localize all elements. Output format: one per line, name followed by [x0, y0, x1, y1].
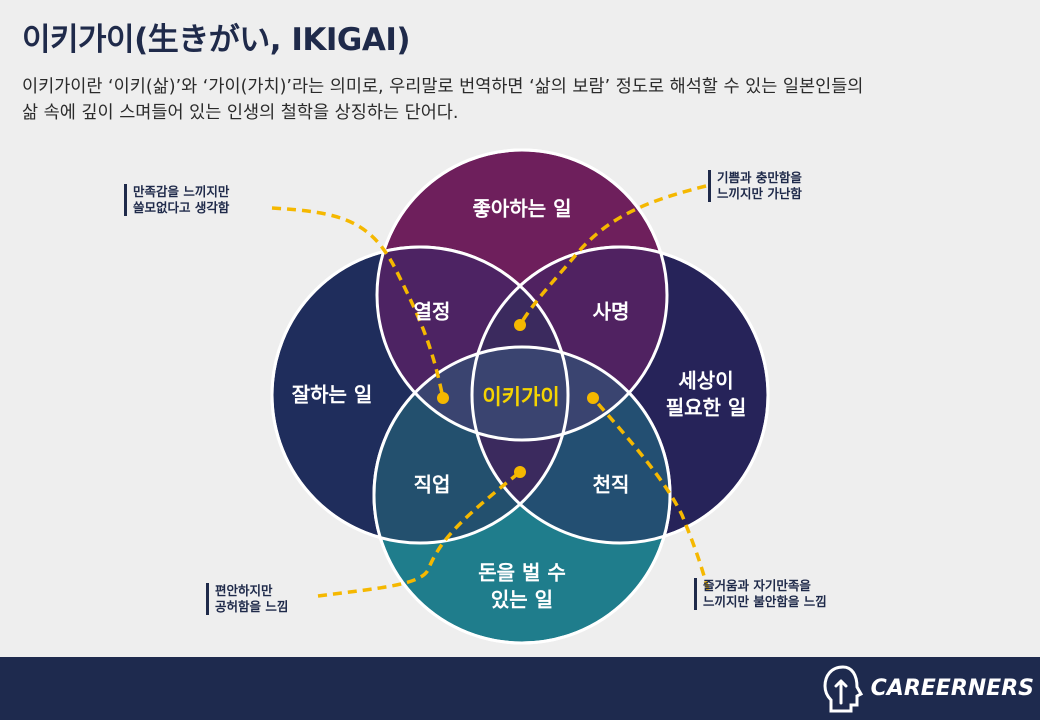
- annotation-top-left: 만족감을 느끼지만 쓸모없다고 생각함: [124, 184, 229, 216]
- leader-bottom-left: [317, 470, 522, 598]
- label-mission: 사명: [593, 300, 630, 324]
- label-world-needs-2: 필요한 일: [666, 396, 747, 420]
- leader-top-right: [518, 184, 707, 326]
- label-love: 좋아하는 일: [473, 197, 572, 221]
- page-title: 이키가이(生きがい, IKIGAI): [22, 22, 411, 58]
- label-paid-for-2: 있는 일: [491, 588, 553, 612]
- label-vocation: 천직: [593, 473, 630, 497]
- label-passion: 열정: [414, 300, 451, 324]
- leader-top-left: [271, 206, 445, 399]
- brand-logo[interactable]: CAREERNERS: [821, 657, 1034, 720]
- description-line-1: 이키가이란 ‘이키(삶)’와 ‘가이(가치)’라는 의미로, 우리말로 번역하면…: [22, 77, 864, 97]
- description-line-2: 삶 속에 깊이 스며들어 있는 인생의 철학을 상징하는 단어다.: [22, 103, 459, 123]
- leader-bottom-right: [591, 396, 710, 591]
- label-paid-for-1: 돈을 벌 수: [478, 561, 566, 585]
- label-ikigai-center: 이키가이: [482, 385, 559, 409]
- label-good-at: 잘하는 일: [292, 383, 373, 407]
- annotation-bottom-right: 즐거움과 자기만족을 느끼지만 불안함을 느낌: [694, 578, 827, 610]
- leader-dot-mission: [514, 319, 526, 331]
- ikigai-venn-diagram: 좋아하는 일 잘하는 일 세상이 필요한 일 돈을 벌 수 있는 일 열정 사명…: [270, 148, 770, 645]
- annotation-bottom-left: 편안하지만 공허함을 느낌: [206, 583, 288, 615]
- footer-bar: CAREERNERS: [0, 657, 1040, 720]
- brand-name: CAREERNERS: [870, 676, 1034, 701]
- leader-dot-profession: [514, 466, 526, 478]
- label-world-needs-1: 세상이: [678, 369, 733, 393]
- head-arrow-icon: [823, 664, 863, 712]
- leader-dot-passion: [437, 392, 449, 404]
- label-profession: 직업: [414, 473, 451, 497]
- leader-dot-vocation: [587, 392, 599, 404]
- description: 이키가이란 ‘이키(삶)’와 ‘가이(가치)’라는 의미로, 우리말로 번역하면…: [22, 74, 1012, 126]
- annotation-top-right: 기쁨과 충만함을 느끼지만 가난함: [708, 170, 802, 202]
